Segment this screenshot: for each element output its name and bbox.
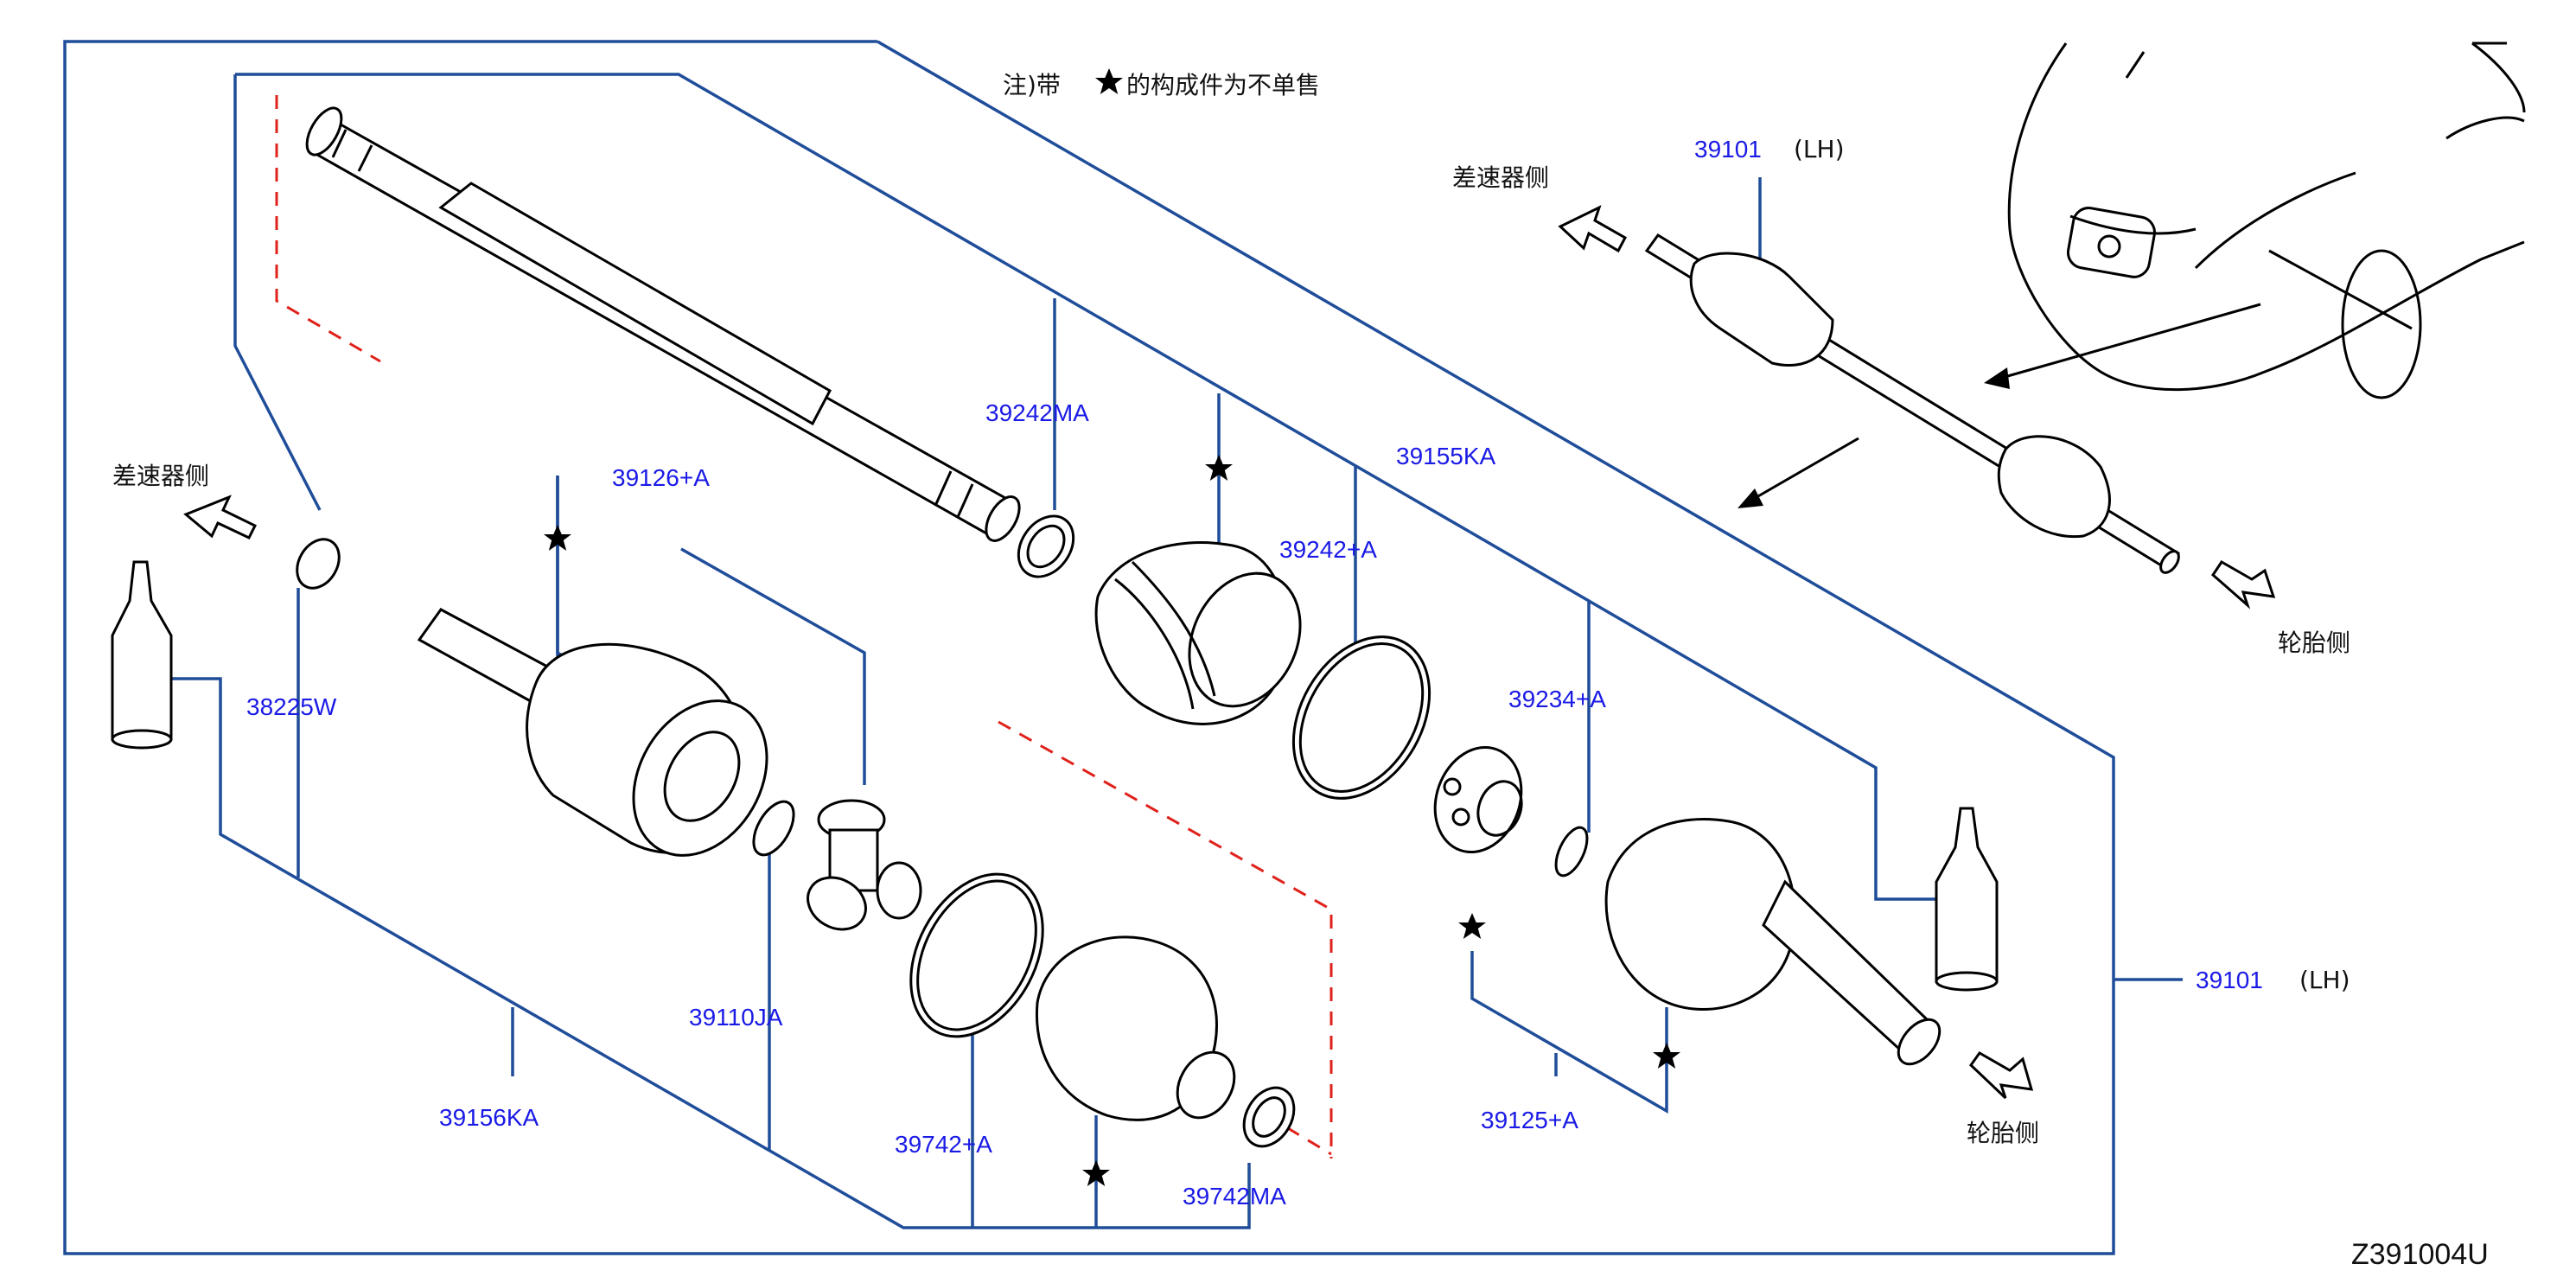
snap-ring-middle — [752, 800, 795, 857]
frame-inner — [233, 73, 1470, 533]
label-diff-side-top: 差速器侧 — [1452, 163, 1549, 192]
diagram-code: Z391004U — [2351, 1238, 2489, 1271]
part-39242A: 39242+A — [1279, 536, 1377, 563]
part-39101-right: 39101 — [2196, 967, 2263, 993]
part-39156KA: 39156KA — [439, 1104, 539, 1131]
part-39742A: 39742+A — [895, 1131, 992, 1158]
label-wheel-side-right: 轮胎侧 — [2278, 629, 2350, 657]
boot-clamp-small-bottom — [1242, 1086, 1296, 1148]
grease-tube-left — [111, 560, 173, 750]
label-diff-side-left: 差速器侧 — [112, 462, 209, 490]
snap-ring-right — [1554, 826, 1589, 878]
assembled-shaft — [1644, 233, 2180, 574]
grease-tube-right — [1935, 807, 1999, 992]
boot-upper — [1094, 541, 1302, 725]
boot-band-lower — [909, 872, 1044, 1038]
part-39125A: 39125+A — [1481, 1107, 1578, 1133]
part-39742MA: 39742MA — [1183, 1183, 1286, 1210]
vehicle-sketch — [2007, 41, 2526, 399]
frame-outer — [63, 40, 2115, 1255]
tripod — [807, 799, 922, 931]
boot-clamp-small-top — [1017, 514, 1075, 578]
inner-race — [1433, 745, 1523, 854]
part-39155KA: 39155KA — [1396, 443, 1496, 469]
inner-housing — [417, 608, 768, 857]
hollow-arrows — [183, 205, 2276, 1100]
part-39126A: 39126+A — [612, 464, 710, 491]
part-39101-top: 39101 — [1694, 136, 1762, 163]
note-suffix: 的构成件为不单售 — [1126, 71, 1320, 99]
part-39242MA: 39242MA — [985, 399, 1089, 426]
label-lh-right: (LH) — [2299, 966, 2350, 994]
direction-arrows — [1738, 303, 2261, 508]
leader-lines — [164, 177, 2183, 1229]
drive-shaft — [305, 106, 1021, 542]
part-38225W: 38225W — [246, 693, 337, 720]
outer-joint — [1604, 818, 1942, 1066]
boot-band-upper — [1291, 635, 1431, 800]
note-prefix: 注)带 — [1003, 71, 1061, 99]
boot-lower — [1035, 935, 1236, 1121]
snap-ring-left — [296, 538, 341, 590]
label-lh-top: (LH) — [1794, 135, 1845, 163]
part-39234A: 39234+A — [1508, 686, 1606, 712]
part-39110JA: 39110JA — [689, 1004, 783, 1031]
label-wheel-side-bottom: 轮胎侧 — [1967, 1119, 2039, 1147]
